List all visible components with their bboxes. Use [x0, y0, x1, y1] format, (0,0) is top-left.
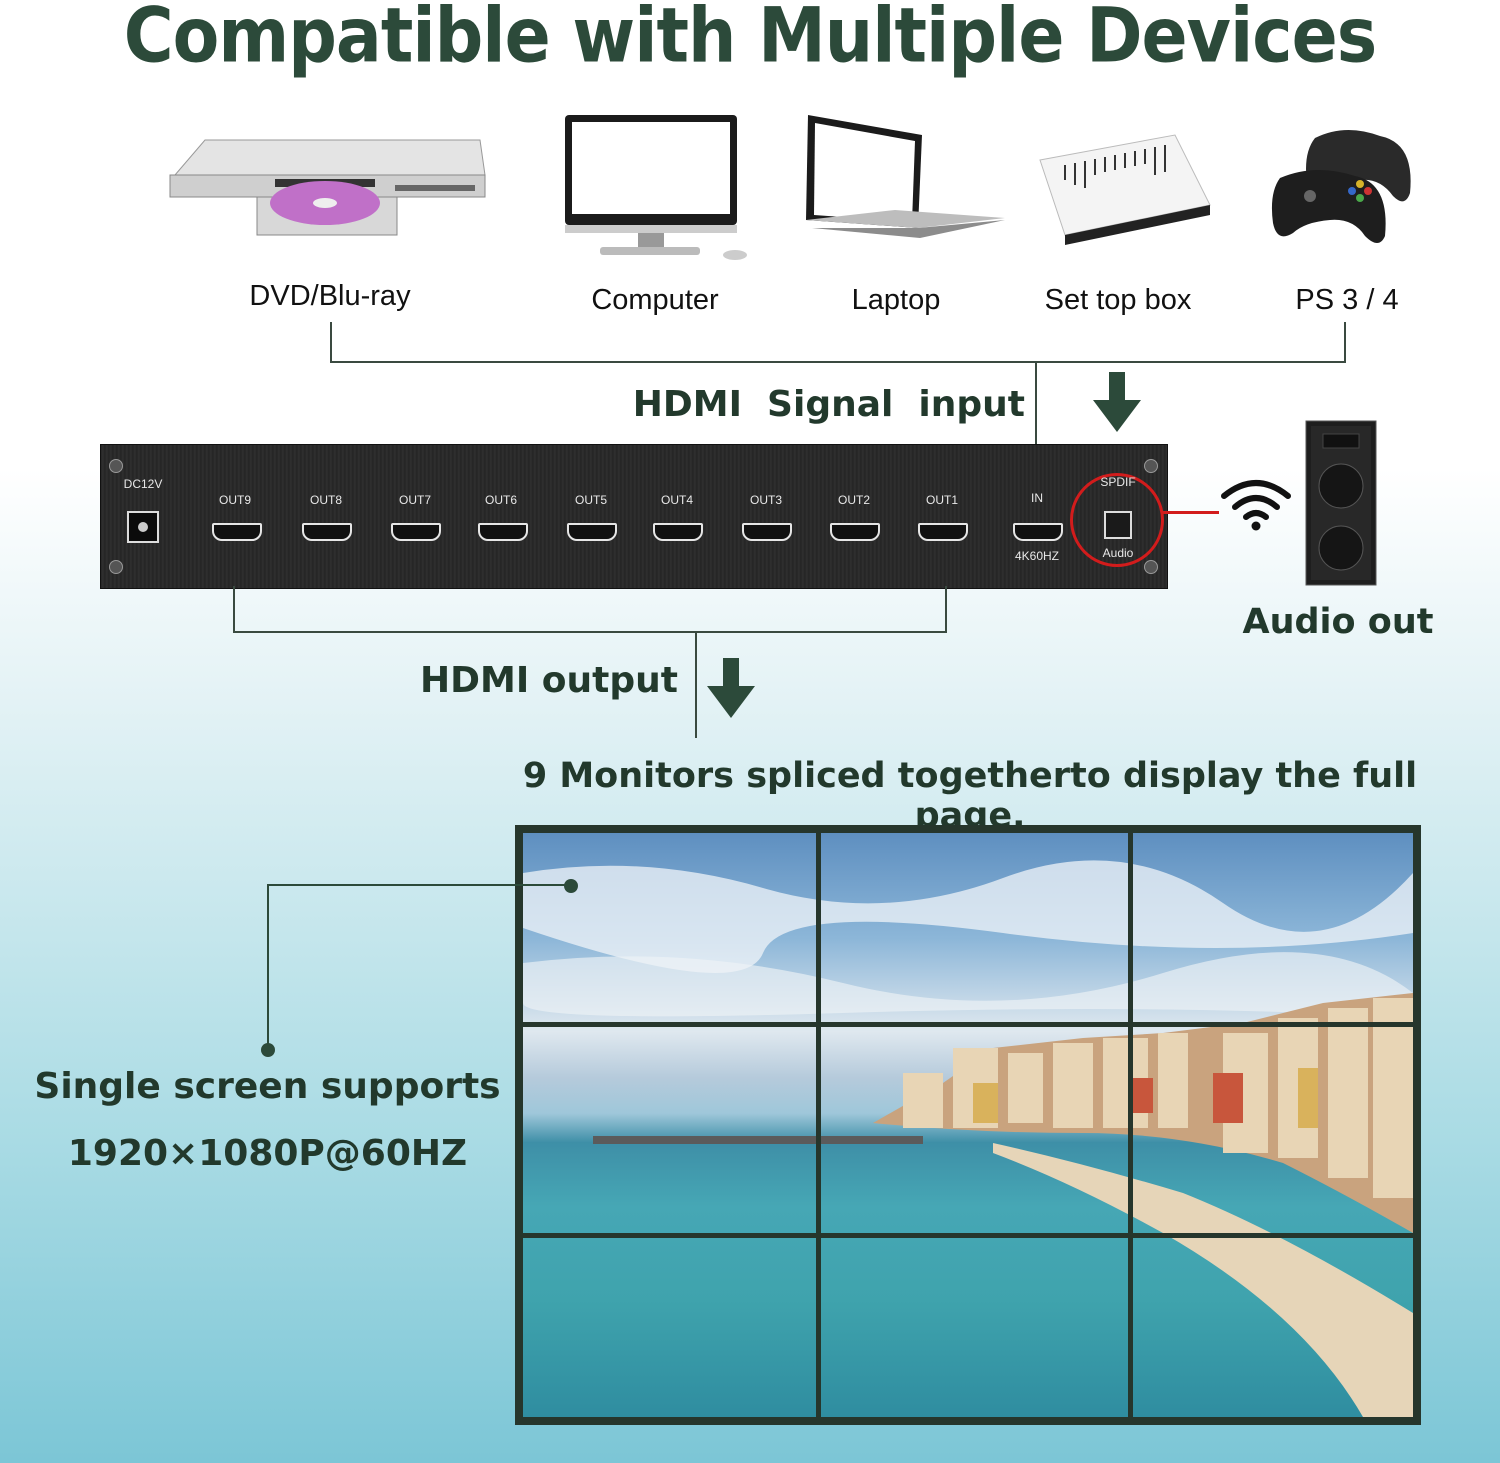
device-label-ps: PS 3 / 4 [1295, 284, 1399, 316]
port-label-out1: OUT1 [925, 493, 958, 507]
port-label-out4: OUT4 [660, 493, 693, 507]
spdif-label: SPDIF [1100, 475, 1136, 489]
input-drop-line [1035, 361, 1037, 501]
bezel-horizontal-1 [515, 1022, 1421, 1027]
speaker-icon [1305, 420, 1377, 586]
dc-power-jack[interactable] [127, 511, 159, 543]
input-bracket-left [330, 322, 332, 362]
screw-icon [1144, 459, 1158, 473]
hdmi-port-out6[interactable] [478, 523, 528, 541]
game-controller-icon [1271, 129, 1411, 243]
output-bracket-left [233, 586, 235, 632]
callout-dot [261, 1043, 275, 1057]
monitors-caption: 9 Monitors spliced togetherto display th… [522, 756, 1418, 836]
device-label-computer: Computer [591, 284, 719, 316]
hdmi-port-out8[interactable] [302, 523, 352, 541]
port-label-out2: OUT2 [837, 493, 870, 507]
device-label-dvd: DVD/Blu-ray [249, 280, 411, 312]
hdmi-input-label: HDMI Signal input [632, 384, 1025, 425]
output-drop-line [695, 631, 697, 738]
port-label-in: IN [1031, 491, 1043, 505]
hdmi-port-out7[interactable] [391, 523, 441, 541]
input-spec-label: 4K60HZ [1014, 549, 1060, 563]
hdmi-port-out4[interactable] [653, 523, 703, 541]
hdmi-port-out1[interactable] [918, 523, 968, 541]
single-screen-line1: Single screen supports [34, 1066, 501, 1107]
hdmi-port-out5[interactable] [567, 523, 617, 541]
port-label-out7: OUT7 [398, 493, 431, 507]
input-bracket-right [1344, 322, 1346, 362]
bezel-vertical-2 [1128, 825, 1133, 1425]
set-top-box-icon [1039, 134, 1211, 245]
page-title: Compatible with Multiple Devices [123, 0, 1377, 81]
device-label-laptop: Laptop [851, 284, 941, 316]
splitter-rear-panel: DC12V OUT9 OUT8 OUT7 OUT6 OUT5 OUT4 OUT3… [100, 444, 1168, 589]
screw-icon [1144, 560, 1158, 574]
callout-line-horizontal [267, 884, 567, 886]
wifi-icon [1221, 480, 1291, 531]
device-label-set-top-box: Set top box [1044, 284, 1192, 316]
dvd-player-icon [169, 139, 486, 236]
audio-out-label: Audio out [1242, 602, 1434, 642]
video-wall-3x3 [515, 825, 1421, 1425]
arrow-down-icon [1093, 372, 1141, 432]
hdmi-output-label: HDMI output [420, 660, 678, 701]
monitor-icon [565, 115, 747, 260]
port-label-out5: OUT5 [574, 493, 607, 507]
hdmi-port-out9[interactable] [212, 523, 262, 541]
hdmi-port-out2[interactable] [830, 523, 880, 541]
laptop-icon [806, 115, 1005, 238]
port-label-out3: OUT3 [749, 493, 782, 507]
hdmi-port-out3[interactable] [742, 523, 792, 541]
power-label: DC12V [123, 477, 163, 491]
port-label-out9: OUT9 [218, 493, 251, 507]
input-bracket-bar [330, 361, 1346, 363]
spdif-audio-port[interactable] [1104, 511, 1132, 539]
callout-line-vertical [267, 884, 269, 1050]
coastal-town-photo [523, 833, 1413, 1417]
screw-icon [109, 560, 123, 574]
bezel-vertical-1 [816, 825, 821, 1425]
callout-dot [564, 879, 578, 893]
arrow-down-icon [707, 658, 755, 718]
hdmi-port-in[interactable] [1013, 523, 1063, 541]
output-bracket-right [945, 586, 947, 632]
port-label-out6: OUT6 [484, 493, 517, 507]
spdif-highlight-circle [1070, 473, 1164, 567]
audio-label: Audio [1102, 546, 1134, 560]
single-screen-line2: 1920×1080P@60HZ [67, 1133, 468, 1174]
output-bracket-bar [233, 631, 947, 633]
port-label-out8: OUT8 [309, 493, 342, 507]
screw-icon [109, 459, 123, 473]
bezel-horizontal-2 [515, 1233, 1421, 1238]
audio-connector-line [1161, 511, 1219, 514]
